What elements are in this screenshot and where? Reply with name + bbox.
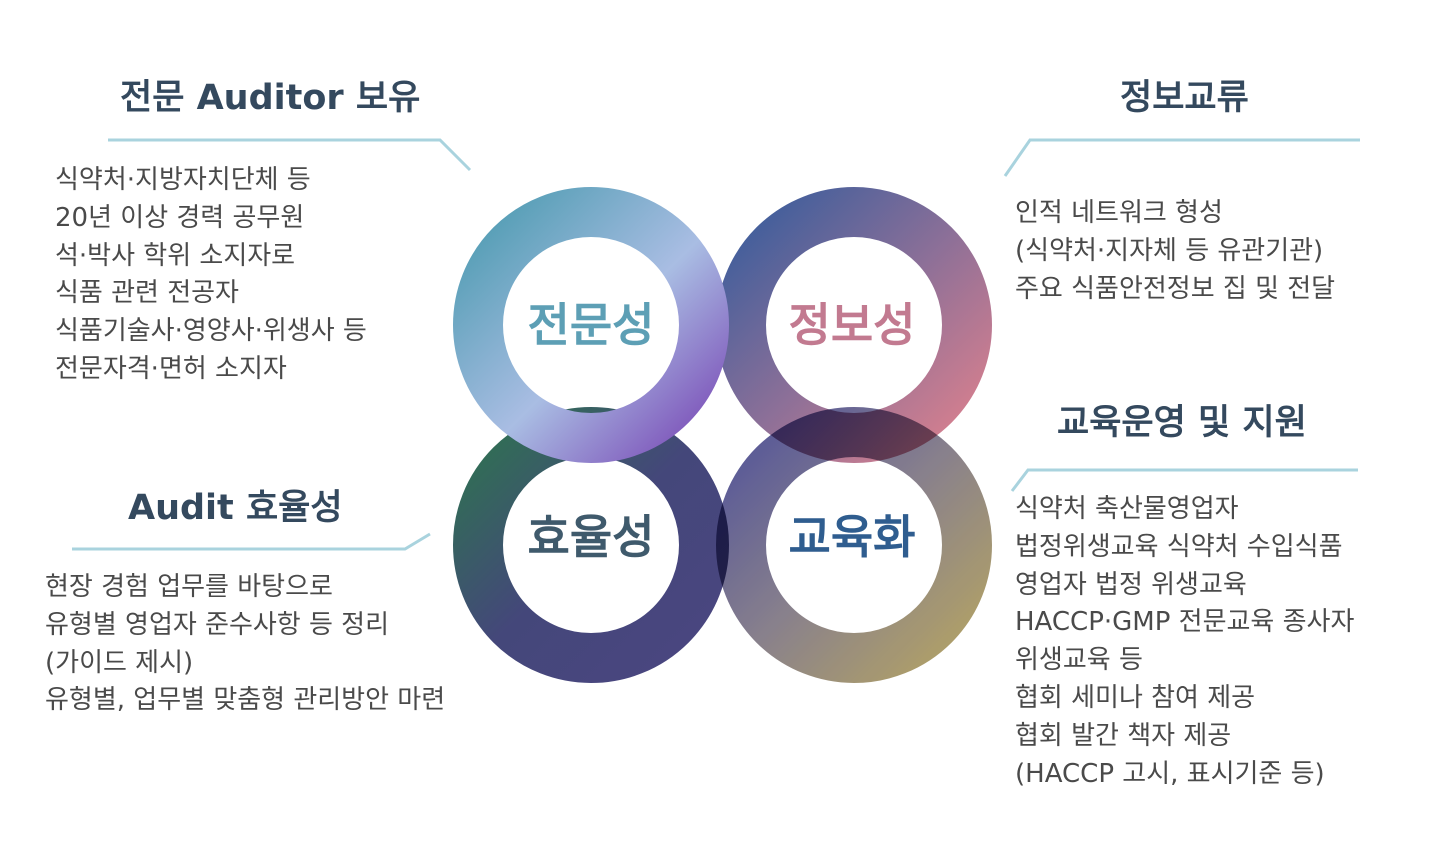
list-item: 식품기술사·영양사·위생사 등 xyxy=(55,316,367,347)
heading-audit-efficiency: Audit 효율성 xyxy=(128,488,343,528)
list-item: 현장 경험 업무를 바탕으로 xyxy=(45,572,333,602)
heading-expert-auditor: 전문 Auditor 보유 xyxy=(120,78,421,118)
list-item: HACCP·GMP 전문교육 종사자 xyxy=(1015,607,1355,638)
label-efficiency: 효율성 xyxy=(527,510,655,564)
list-item: 협회 발간 책자 제공 xyxy=(1015,720,1232,751)
list-item: 유형별 영업자 준수사항 등 정리 xyxy=(45,609,390,640)
list-item: 유형별, 업무별 맞춤형 관리방안 마련 xyxy=(45,685,446,716)
heading-info-exchange: 정보교류 xyxy=(1120,78,1249,118)
list-item: 법정위생교육 식약처 수입식품 xyxy=(1015,531,1343,562)
list-item: 석·박사 학위 소지자로 xyxy=(55,240,296,271)
heading-education-support: 교육운영 및 지원 xyxy=(1057,403,1307,443)
label-information: 정보성 xyxy=(788,298,916,352)
text-education-support: 식약처 축산물영업자 법정위생교육 식약처 수입식품 영업자 법정 위생교육 H… xyxy=(1015,491,1354,793)
list-item: 전문자격·면허 소지자 xyxy=(55,353,287,384)
list-item: 위생교육 등 xyxy=(1015,645,1143,676)
list-item: (식약처·지자체 등 유관기관) xyxy=(1015,235,1324,266)
list-item: 주요 식품안전정보 집 및 전달 xyxy=(1015,273,1336,304)
connector-bottom-right xyxy=(1010,468,1358,492)
text-expert-auditor: 식약처·지방자치단체 등 20년 이상 경력 공무원 석·박사 학위 소지자로 … xyxy=(55,162,367,389)
list-item: 협회 세미나 참여 제공 xyxy=(1015,682,1256,713)
label-education: 교육화 xyxy=(788,510,916,564)
list-item: (HACCP 고시, 표시기준 등) xyxy=(1015,758,1325,789)
list-item: 식약처·지방자치단체 등 xyxy=(55,165,311,195)
ring-education xyxy=(716,407,992,683)
list-item: 인적 네트워크 형성 xyxy=(1015,198,1223,228)
connector-top-left xyxy=(108,138,472,172)
list-item: 영업자 법정 위생교육 xyxy=(1015,569,1247,600)
text-info-exchange: 인적 네트워크 형성 (식약처·지자체 등 유관기관) 주요 식품안전정보 집 … xyxy=(1015,195,1335,308)
list-item: 20년 이상 경력 공무원 xyxy=(55,202,305,233)
list-item: 식품 관련 전공자 xyxy=(55,278,239,309)
ring-expertise xyxy=(453,187,729,463)
text-audit-efficiency: 현장 경험 업무를 바탕으로 유형별 영업자 준수사항 등 정리 (가이드 제시… xyxy=(45,569,445,720)
list-item: (가이드 제시) xyxy=(45,647,194,678)
connector-lines xyxy=(72,138,1360,551)
connector-top-right xyxy=(1003,138,1360,177)
connector-bottom-left xyxy=(72,532,431,551)
label-expertise: 전문성 xyxy=(527,298,655,352)
list-item: 식약처 축산물영업자 xyxy=(1015,494,1239,524)
